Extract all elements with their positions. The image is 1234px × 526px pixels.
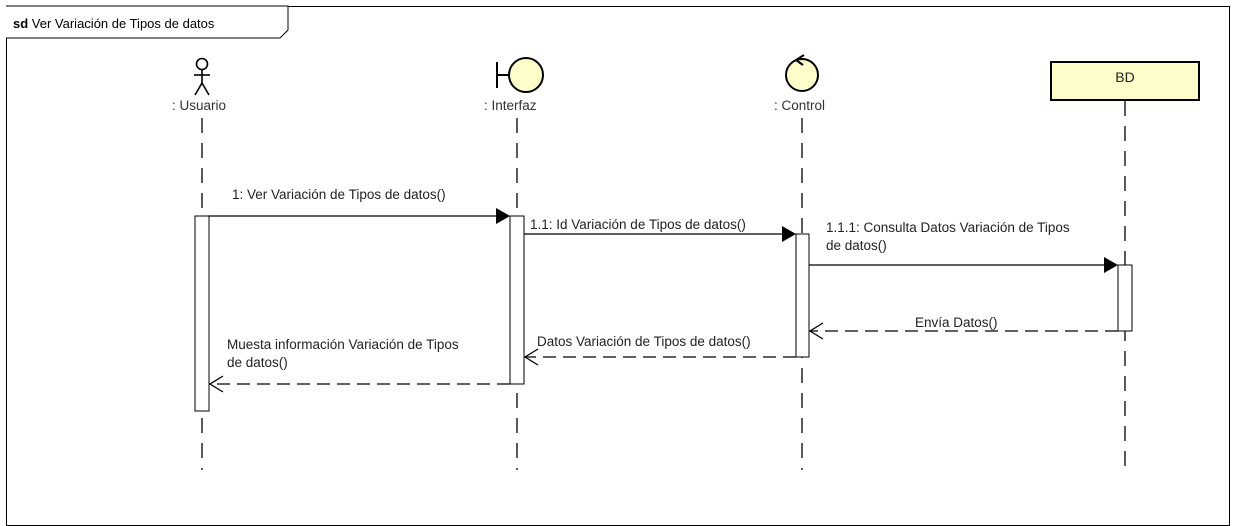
boundary-icon [496, 57, 544, 93]
message-label-3-line1: 1.1.1: Consulta Datos Variación de Tipos [826, 220, 1070, 235]
participant-label-bd: BD [1115, 69, 1135, 85]
participant-label-control: : Control [774, 98, 826, 113]
reply-arrowhead-2 [523, 348, 539, 366]
arrowhead-3 [1104, 257, 1118, 273]
frame-keyword: sd [13, 16, 29, 31]
bd-object-box [1050, 61, 1200, 101]
activation-interfaz [509, 215, 525, 385]
reply-label-3-line2: de datos() [227, 355, 288, 370]
reply-label-3-line1: Muesta información Variación de Tipos [227, 337, 459, 352]
reply-label-1: Envía Datos() [915, 315, 998, 330]
message-label-2: 1.1: Id Variación de Tipos de datos() [530, 217, 746, 232]
arrowhead-2 [782, 226, 796, 242]
actor-icon [194, 57, 210, 96]
activation-usuario [194, 215, 210, 412]
diagram-canvas [6, 5, 1200, 470]
reply-arrowhead-1 [808, 322, 824, 340]
frame-tab-shape [6, 5, 289, 39]
activation-control [795, 233, 810, 358]
reply-label-2: Datos Variación de Tipos de datos() [537, 334, 751, 349]
activation-bd [1117, 264, 1133, 332]
frame-title-text: Ver Variación de Tipos de datos [31, 16, 215, 31]
message-label-3-line2: de datos() [826, 238, 887, 253]
reply-arrowhead-3 [208, 375, 224, 393]
participant-label-interfaz: : Interfaz [484, 98, 537, 113]
participant-label-usuario: : Usuario [172, 98, 227, 113]
control-icon [785, 54, 819, 92]
message-label-1: 1: Ver Variación de Tipos de datos() [232, 187, 446, 202]
arrowhead-1 [496, 208, 510, 224]
frame-title: sd Ver Variación de Tipos de datos [13, 16, 214, 31]
